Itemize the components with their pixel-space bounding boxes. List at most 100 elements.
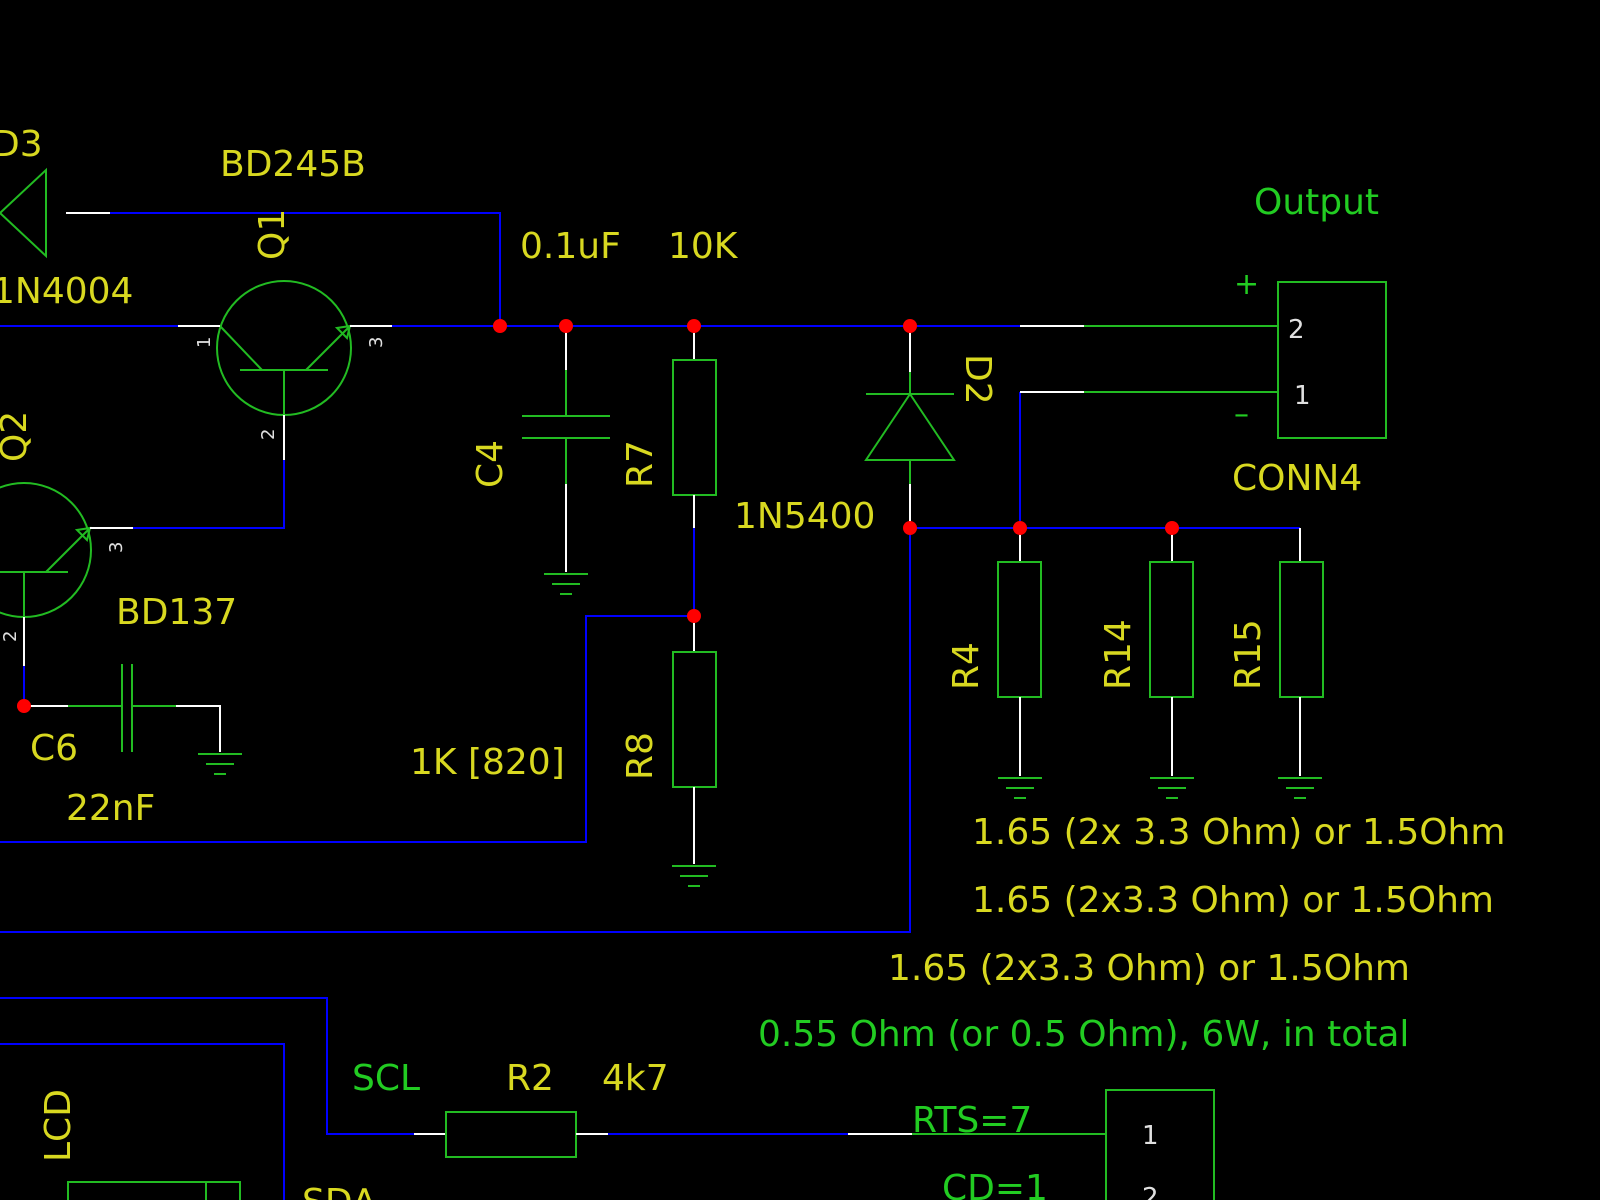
wire-d3-to-node [110, 212, 501, 326]
diode-d3-symbol [0, 167, 47, 259]
transistor-q2-emitter [45, 527, 91, 573]
capacitor-c6-value: 22nF [66, 788, 155, 829]
resistor-r8-ref: R8 [620, 732, 661, 780]
connector-conn4-minus: – [1234, 397, 1249, 432]
connector-db9-pin-1: 1 [1142, 1121, 1159, 1151]
connector-conn4[interactable]: 2 1 + – Output CONN4 [1020, 182, 1387, 499]
connector-db9-pin-2: 2 [1142, 1183, 1159, 1200]
capacitor-c4-ref: C4 [470, 440, 511, 488]
transistor-q2-ref: Q2 [0, 411, 35, 462]
transistor-q2-circle [0, 482, 92, 618]
resistor-r4-ref: R4 [946, 642, 987, 690]
lcd-body [67, 1181, 241, 1200]
resistor-r2[interactable]: R2 4k7 [414, 1058, 669, 1158]
wire-sense [0, 528, 911, 933]
junction-dot [17, 699, 31, 713]
transistor-q2-pin-3: 3 [106, 542, 127, 553]
note-total: 0.55 Ohm (or 0.5 Ohm), 6W, in total [758, 1014, 1409, 1055]
capacitor-c4-value: 0.1uF [520, 226, 621, 267]
net-label-sda: SDA [302, 1182, 377, 1200]
transistor-q1-emitter [305, 325, 351, 371]
net-label-cd: CD=1 [942, 1168, 1048, 1200]
note-r14: 1.65 (2x3.3 Ohm) or 1.5Ohm [972, 880, 1494, 921]
transistor-q1-pin-1: 1 [194, 337, 215, 348]
transistor-q2-arrow [74, 526, 92, 542]
resistor-r2-value: 4k7 [602, 1058, 669, 1099]
transistor-q1-arrow [334, 324, 352, 340]
resistor-r2-ref: R2 [506, 1058, 554, 1099]
transistor-q2-value: BD137 [116, 592, 237, 633]
connector-conn4-pin-1: 1 [1294, 381, 1311, 411]
notes: 1.65 (2x 3.3 Ohm) or 1.5Ohm 1.65 (2x3.3 … [758, 812, 1505, 1055]
resistor-r8[interactable]: R8 1K [820] [410, 616, 717, 864]
connector-conn4-pin-2: 2 [1288, 315, 1305, 345]
transistor-q1-collector [219, 325, 263, 371]
resistor-r15-body [1279, 561, 1324, 698]
junction-dot [903, 319, 917, 333]
diode-d2-ref: D2 [957, 354, 998, 405]
diode-d3-value: 1N4004 [0, 271, 133, 312]
wire-feedback [0, 615, 694, 843]
resistor-r7-body [672, 359, 717, 496]
junctions [17, 319, 1179, 713]
net-label-scl: SCL [352, 1058, 420, 1099]
diode-d2-value: 1N5400 [734, 496, 875, 537]
junction-dot [1013, 521, 1027, 535]
note-r4: 1.65 (2x 3.3 Ohm) or 1.5Ohm [972, 812, 1505, 853]
capacitor-c4[interactable]: C4 0.1uF [470, 226, 621, 572]
resistor-r14-ref: R14 [1098, 619, 1139, 690]
ground-r8-symbol [672, 865, 716, 887]
net-labels: SCL SDA RTS=7 CD=1 [302, 1058, 1048, 1200]
resistor-r15[interactable]: R15 [1228, 528, 1324, 776]
resistor-r7-ref: R7 [620, 440, 661, 488]
ground-c6-symbol [198, 753, 242, 775]
wire-scl [0, 997, 414, 1135]
transistor-q1-ref: Q1 [252, 209, 293, 260]
transistor-q2-pin-2: 2 [0, 631, 21, 642]
connector-conn4-ref: CONN4 [1232, 458, 1362, 499]
resistor-r8-body [672, 651, 717, 788]
connector-conn4-plus: + [1234, 267, 1259, 302]
connector-db9-body [1105, 1089, 1215, 1200]
junction-dot [1165, 521, 1179, 535]
capacitor-c6-ref: C6 [30, 728, 78, 769]
note-r15: 1.65 (2x3.3 Ohm) or 1.5Ohm [888, 948, 1410, 989]
resistor-r14-body [1149, 561, 1194, 698]
resistor-r4-body [997, 561, 1042, 698]
junction-dot [559, 319, 573, 333]
resistor-r8-value: 1K [820] [410, 742, 565, 783]
ground-r14-symbol [1150, 777, 1194, 799]
diode-d3[interactable]: D3 1N4004 [0, 124, 133, 312]
junction-dot [903, 521, 917, 535]
wire-sda [0, 1043, 285, 1200]
resistor-r15-ref: R15 [1228, 619, 1269, 690]
diode-d2[interactable]: D2 1N5400 [734, 326, 998, 537]
ground-c4-symbol [544, 573, 588, 595]
junction-dot [493, 319, 507, 333]
lcd-block[interactable]: LCD [38, 1089, 241, 1200]
connector-conn4-title: Output [1254, 182, 1379, 223]
resistor-r14[interactable]: R14 [1098, 528, 1194, 776]
resistor-r7-value: 10K [668, 226, 739, 267]
diode-d2-triangle [864, 392, 956, 461]
resistor-r7[interactable]: R7 10K [620, 226, 739, 528]
wire-q1-base-q2-emitter [133, 460, 285, 529]
transistor-q1-value: BD245B [220, 144, 366, 185]
connector-db9[interactable]: 1 2 [848, 1089, 1215, 1200]
ground-r4-symbol [998, 777, 1042, 799]
resistor-r4[interactable]: R4 [946, 528, 1042, 776]
capacitor-c6[interactable]: C6 22nF [24, 664, 221, 829]
junction-dot [687, 609, 701, 623]
diode-d3-ref: D3 [0, 124, 43, 165]
transistor-q1-pin-2: 2 [258, 429, 279, 440]
lcd-ref: LCD [38, 1089, 79, 1162]
transistor-q1-pin-3: 3 [366, 337, 387, 348]
connector-conn4-body [1277, 281, 1387, 439]
resistor-r2-body [445, 1111, 577, 1158]
ground-r15-symbol [1278, 777, 1322, 799]
junction-dot [687, 319, 701, 333]
capacitor-c6-lead-right [176, 705, 221, 752]
transistor-q1[interactable]: 1 3 2 Q1 BD245B [178, 144, 392, 460]
transistor-q2[interactable]: 3 2 Q2 BD137 [0, 411, 237, 666]
